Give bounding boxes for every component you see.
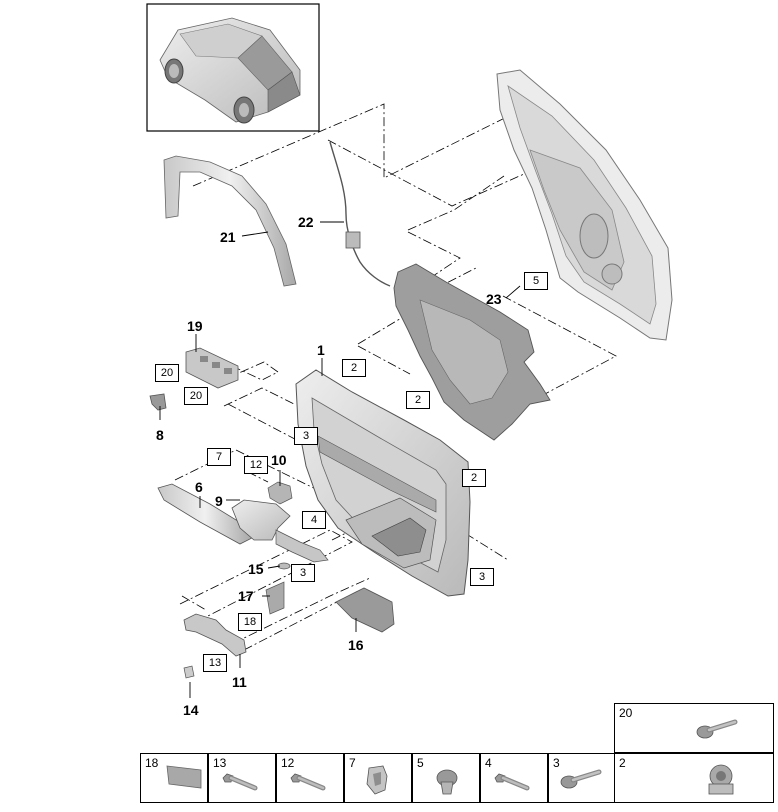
callout-23: 23 (486, 291, 502, 307)
flange-screw-icon (560, 769, 602, 789)
callout-8: 8 (156, 427, 164, 443)
cover-17-part (265, 581, 285, 615)
ref-box-12: 12 (244, 456, 268, 474)
ref-box-3: 3 (291, 564, 315, 582)
fastener-cell-5: 5 (412, 753, 480, 803)
callout-1: 1 (317, 342, 325, 358)
fastener-label: 2 (619, 756, 626, 770)
callout-15: 15 (248, 561, 264, 577)
ref-box-7: 7 (207, 448, 231, 466)
fastener-cell-13: 13 (208, 753, 276, 803)
speaker-cover-part (335, 587, 395, 633)
lower-trim-part (183, 613, 247, 657)
clip-14-part (183, 665, 195, 679)
rivet-nut-icon (708, 764, 734, 795)
door-cable-part (329, 141, 391, 287)
ref-box-20: 20 (155, 364, 179, 382)
ref-box-2: 2 (406, 391, 430, 409)
fastener-label: 4 (485, 756, 492, 770)
callout-21: 21 (220, 229, 236, 245)
callout-17: 17 (238, 588, 254, 604)
door-shell (496, 69, 673, 341)
fastener-cell-20: 20 (614, 703, 774, 753)
fastener-label: 13 (213, 756, 227, 770)
screw-icon (290, 773, 326, 791)
callout-10: 10 (271, 452, 287, 468)
fastener-label: 18 (145, 756, 159, 770)
fastener-label: 5 (417, 756, 424, 770)
clip-strip-icon (166, 765, 202, 789)
screw-icon (494, 773, 530, 791)
ref-box-2: 2 (462, 469, 486, 487)
ref-box-3: 3 (294, 427, 318, 445)
vehicle-thumbnail (146, 3, 320, 132)
callout-14: 14 (183, 702, 199, 718)
door-trim-panel-part (295, 369, 471, 597)
ref-box-20: 20 (184, 387, 208, 405)
screw-icon (222, 773, 258, 791)
fastener-label: 20 (619, 706, 633, 720)
spring-clip-icon (366, 765, 388, 795)
insulation-foil-part (393, 263, 551, 441)
fastener-cell-12: 12 (276, 753, 344, 803)
fastener-label: 3 (553, 756, 560, 770)
fastener-cell-18: 18 (140, 753, 208, 803)
ref-box-3: 3 (470, 568, 494, 586)
ref-box-4: 4 (302, 511, 326, 529)
ref-box-5: 5 (524, 272, 548, 290)
window-switch-part (185, 347, 239, 389)
fastener-label: 7 (349, 756, 356, 770)
callout-19: 19 (187, 318, 203, 334)
fastener-cell-2: 2 (614, 753, 774, 803)
ref-box-18: 18 (238, 613, 262, 631)
expanding-nut-icon (436, 769, 458, 795)
callout-11: 11 (232, 674, 247, 690)
fastener-cell-7: 7 (344, 753, 412, 803)
pull-handle-part (231, 499, 329, 563)
ref-box-13: 13 (203, 654, 227, 672)
callout-22: 22 (298, 214, 314, 230)
handle-bracket-part (267, 481, 293, 505)
window-seal-part (163, 155, 297, 287)
small-clip-part (149, 393, 167, 411)
callout-16: 16 (348, 637, 364, 653)
ref-box-2: 2 (342, 359, 366, 377)
flange-screw-icon (696, 719, 738, 739)
fastener-label: 12 (281, 756, 295, 770)
callout-9: 9 (215, 493, 223, 509)
fastener-cell-4: 4 (480, 753, 548, 803)
callout-leaders (159, 221, 521, 698)
fastener-cell-3: 3 (548, 753, 616, 803)
callout-6: 6 (195, 479, 203, 495)
